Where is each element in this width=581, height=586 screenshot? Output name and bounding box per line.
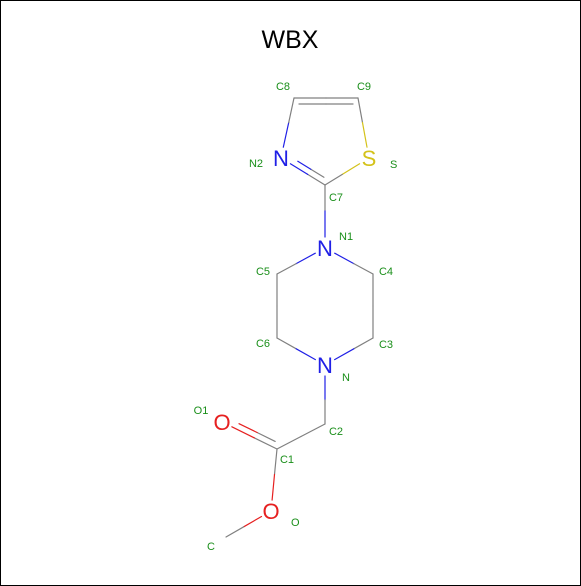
bond-n1-c5 [295,252,316,265]
bond-c2-c1 [276,435,302,450]
bond-c1-o1-inner [256,431,276,442]
bond-n2-c8 [282,121,290,148]
atom-label-c5: C5 [256,266,270,278]
bond-o-c [225,526,245,538]
bond-o-c [243,515,263,528]
bond-c1-o1-inner [238,423,258,434]
atom-symbol-o1: O [213,410,230,435]
atom-symbol-s: S [362,146,377,171]
bond-c9-s [357,97,364,124]
bond-s-c7 [324,173,343,186]
atom-label-s: S [390,159,397,171]
bond-n1-c4 [353,263,374,275]
atom-label-c1: C1 [280,454,294,466]
atom-label-n: N [342,372,350,384]
bond-c3-n [334,348,355,361]
atom-label-c7: C7 [329,192,343,204]
atom-label-c8: C8 [276,81,290,93]
atom-label-c9: C9 [357,81,371,93]
atom-label-c3: C3 [379,339,393,351]
atom-label-c6: C6 [256,338,270,350]
bonds-layer [225,97,374,538]
diagram-title: WBX [262,26,319,54]
bond-n2-c8 [288,97,295,124]
atom-label-c2: C2 [329,426,343,438]
bond-c1-o [273,448,278,476]
bond-c6-n [276,337,297,350]
bond-c7-n2-inner [297,160,312,170]
bond-s-c7 [341,163,361,175]
bond-c1-o [271,473,276,501]
atom-label-c: C [207,541,215,553]
atom-symbol-n: N [317,353,333,378]
bond-c1-o1 [253,437,278,450]
bond-c6-n [295,348,316,361]
bond-n1-c4 [334,252,355,265]
bond-c7-n2 [289,163,309,175]
atom-label-o1: O1 [194,405,209,417]
bond-c7-n2 [307,173,326,186]
atom-symbol-n2: N [273,146,289,171]
bond-c3-n [353,337,374,350]
atom-symbol-o: O [262,499,279,524]
atom-label-c4: C4 [379,266,393,278]
bond-c1-o1 [231,426,255,439]
atom-label-n1: N1 [339,231,353,243]
bond-n1-c5 [276,263,297,275]
bond-c7-n2-inner [310,168,325,178]
bond-c2-c1 [300,423,326,438]
atom-label-o: O [291,517,300,529]
atom-label-n2: N2 [249,158,263,170]
atom-symbol-n1: N [317,236,333,261]
bond-c9-s [361,121,368,148]
